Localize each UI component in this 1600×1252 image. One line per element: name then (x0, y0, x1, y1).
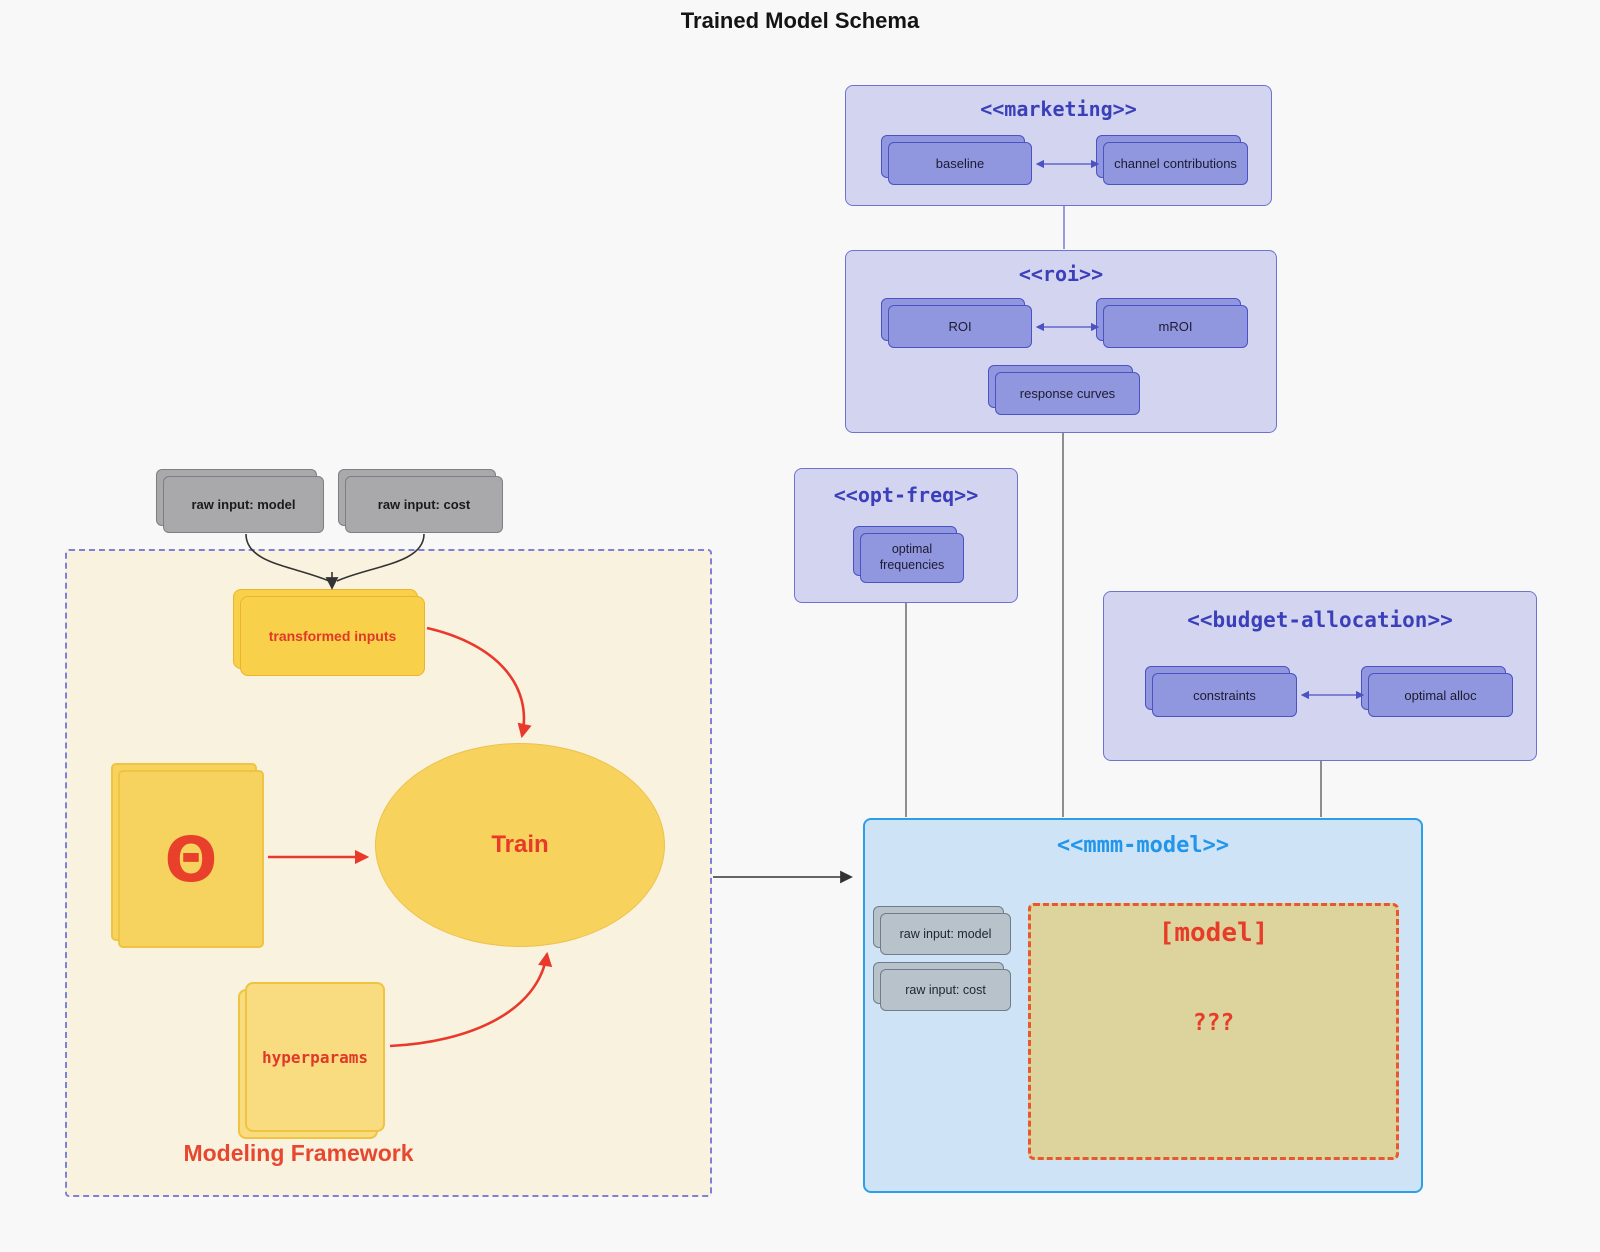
cluster-mmm-model-title: <<mmm-model>> (1056, 833, 1230, 858)
node-mmm-raw-input-cost: raw input: cost (873, 962, 1011, 1011)
modeling-framework-label: Modeling Framework (183, 1140, 414, 1166)
node-optimal-frequencies: optimal frequencies (853, 526, 964, 583)
node-roi: ROI (881, 298, 1032, 348)
node-hyperparams-label: hyperparams (245, 982, 385, 1132)
node-mmm-raw-input-model: raw input: model (873, 906, 1011, 955)
node-transformed-inputs-label: transformed inputs (240, 596, 425, 676)
node-transformed-inputs: transformed inputs (233, 589, 425, 676)
node-theta-label: Θ (118, 770, 264, 948)
node-roi-label: ROI (888, 305, 1032, 348)
node-constraints-label: constraints (1152, 673, 1297, 717)
cluster-roi-title: <<roi>> (1018, 262, 1104, 286)
node-raw-input-cost-label: raw input: cost (345, 476, 503, 533)
node-channel-contributions: channel contributions (1096, 135, 1248, 185)
node-raw-input-cost: raw input: cost (338, 469, 503, 533)
node-mroi: mROI (1096, 298, 1248, 348)
node-baseline-label: baseline (888, 142, 1032, 185)
node-raw-input-model: raw input: model (156, 469, 324, 533)
node-optimal-frequencies-label: optimal frequencies (860, 533, 964, 583)
page-title: Trained Model Schema (680, 8, 920, 33)
cluster-opt-freq-title: <<opt-freq>> (833, 483, 979, 507)
node-baseline: baseline (881, 135, 1032, 185)
node-optimal-alloc-label: optimal alloc (1368, 673, 1513, 717)
node-mmm-raw-input-model-label: raw input: model (880, 913, 1011, 955)
node-model-placeholder: [model] ??? (1028, 903, 1399, 1160)
cluster-budget-allocation-title: <<budget-allocation>> (1187, 608, 1453, 632)
node-optimal-alloc: optimal alloc (1361, 666, 1513, 717)
cluster-marketing-title: <<marketing>> (980, 97, 1137, 121)
node-theta: Θ (111, 763, 264, 948)
node-hyperparams: hyperparams (238, 982, 385, 1139)
node-response-curves: response curves (988, 365, 1140, 415)
node-mmm-raw-input-cost-label: raw input: cost (880, 969, 1011, 1011)
model-placeholder-unknown: ??? (1192, 1010, 1235, 1036)
node-constraints: constraints (1145, 666, 1297, 717)
model-placeholder-label: [model] (1158, 918, 1269, 948)
node-train-ellipse: Train (375, 743, 665, 947)
node-response-curves-label: response curves (995, 372, 1140, 415)
node-raw-input-model-label: raw input: model (163, 476, 324, 533)
node-mroi-label: mROI (1103, 305, 1248, 348)
node-channel-contributions-label: channel contributions (1103, 142, 1248, 185)
